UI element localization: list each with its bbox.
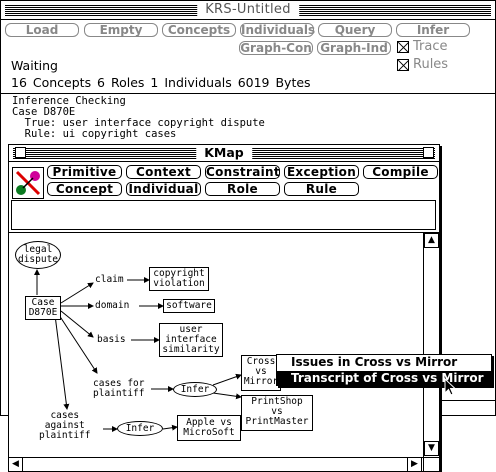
graph-ind-button[interactable]: Graph-Ind — [317, 41, 391, 55]
cases-against-plaintiff-label: cases against plaintiff — [39, 410, 91, 441]
scroll-down-arrow-icon[interactable]: ▼ — [424, 441, 439, 456]
main-window-bottom-edge — [442, 400, 496, 416]
scroll-left-arrow-icon[interactable]: ◀ — [8, 457, 23, 472]
main-title-bar[interactable]: KRS-Untitled — [1, 1, 495, 20]
role-button[interactable]: Role — [205, 182, 280, 196]
transcript-line: Rule: ui copyright cases — [12, 128, 177, 140]
kmap-title-bar[interactable]: KMap — [9, 145, 439, 162]
divider — [1, 93, 495, 94]
transcript-menu-item[interactable]: Transcript of Cross vs Mirror — [277, 371, 491, 386]
rules-label: Rules — [413, 57, 449, 72]
stats-text: 16 Concepts 6 Roles 1 Individuals 6019 B… — [11, 75, 311, 90]
legal-dispute-node[interactable]: legal dispute — [15, 241, 61, 269]
concept-button[interactable]: Concept — [47, 182, 122, 196]
kmap-window: KMap Primitive Context Constraint Except… — [8, 144, 440, 472]
context-button[interactable]: Context — [126, 165, 201, 179]
graph-con-button[interactable]: Graph-Con — [239, 41, 313, 55]
scroll-up-arrow-icon[interactable]: ▲ — [424, 233, 439, 248]
scroll-right-arrow-icon[interactable]: ▶ — [407, 457, 422, 472]
cases-for-plaintiff-label: cases for plaintiff — [93, 378, 145, 399]
close-box-icon[interactable] — [15, 147, 26, 158]
divider — [9, 232, 439, 233]
case-d870e-node[interactable]: Case D870E — [25, 296, 61, 320]
claim-role-label: claim — [95, 274, 124, 285]
individuals-button[interactable]: Individuals — [240, 23, 316, 37]
primitive-button[interactable]: Primitive — [47, 165, 122, 179]
domain-role-label: domain — [95, 300, 130, 311]
trace-checkbox[interactable] — [397, 41, 409, 53]
status-text: Waiting — [11, 58, 58, 73]
rules-checkbox[interactable] — [397, 59, 409, 71]
concepts-button[interactable]: Concepts — [162, 23, 236, 37]
copyright-violation-node[interactable]: copyright violation — [149, 267, 209, 291]
empty-button[interactable]: Empty — [84, 23, 158, 37]
apple-vs-microsoft-node[interactable]: Apple vs MicroSoft — [177, 415, 241, 441]
infer-node-2[interactable]: Infer — [117, 421, 163, 436]
ui-similarity-node[interactable]: user interface similarity — [159, 323, 223, 357]
rule-button[interactable]: Rule — [284, 182, 359, 196]
individual-button[interactable]: Individual — [126, 182, 201, 196]
basis-role-label: basis — [97, 334, 126, 345]
query-button[interactable]: Query — [318, 23, 392, 37]
transcript-line: Case D870E — [12, 106, 76, 118]
cross-vs-mirror-node[interactable]: Cross vs Mirror — [241, 355, 281, 391]
link-tool-icon[interactable] — [12, 167, 44, 199]
issues-menu-item[interactable]: Issues in Cross vs Mirror — [291, 355, 458, 369]
constraint-button[interactable]: Constraint — [205, 165, 280, 179]
transcript-line: True: user interface copyright dispute — [12, 117, 265, 129]
main-window-title: KRS-Untitled — [197, 2, 299, 18]
node-context-menu[interactable]: Issues in Cross vs Mirror Transcript of … — [276, 354, 492, 386]
trace-label: Trace — [413, 39, 448, 54]
graph-edges — [34, 269, 242, 432]
load-button[interactable]: Load — [5, 23, 79, 37]
vertical-scrollbar[interactable]: ▲ ▼ — [423, 233, 439, 457]
software-node[interactable]: software — [163, 299, 215, 313]
kmap-graph-canvas[interactable]: legal dispute Case D870E claim copyright… — [9, 233, 423, 457]
kmap-input-field[interactable] — [11, 200, 436, 230]
horizontal-scrollbar[interactable]: ◀ ▶ — [8, 457, 423, 472]
mouse-pointer-icon — [444, 378, 457, 396]
infer-button[interactable]: Infer — [396, 23, 470, 37]
infer-node-1[interactable]: Infer — [173, 382, 217, 397]
size-box-icon[interactable] — [423, 457, 439, 471]
transcript-line: Inference Checking — [12, 95, 126, 107]
zoom-box-icon[interactable] — [423, 147, 434, 158]
exception-button[interactable]: Exception — [284, 165, 359, 179]
printshop-vs-printmaster-node[interactable]: PrintShop vs PrintMaster — [241, 395, 313, 431]
kmap-title: KMap — [196, 145, 252, 161]
compile-button[interactable]: Compile — [363, 165, 438, 179]
